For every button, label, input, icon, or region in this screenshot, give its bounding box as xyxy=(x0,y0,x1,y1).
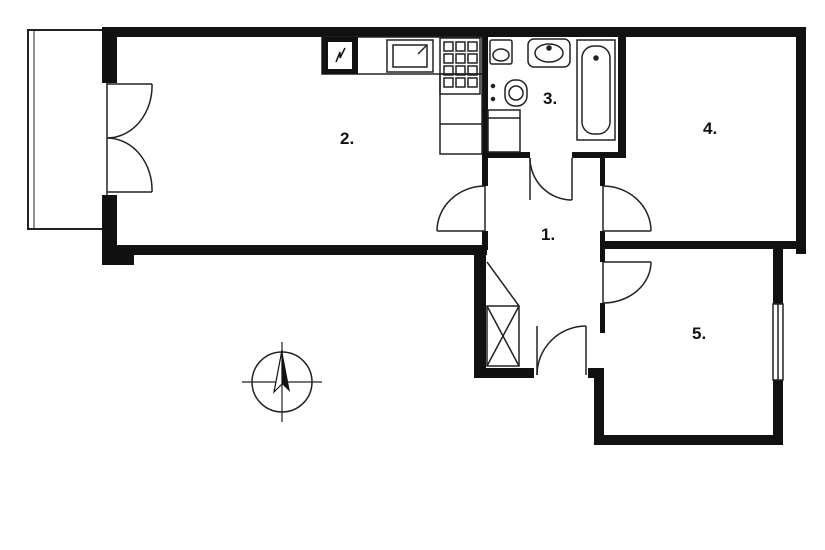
wardrobe xyxy=(486,261,520,367)
electric-box-icon xyxy=(322,37,358,74)
washbasin-icon xyxy=(490,38,571,107)
room-label-bedroom-large: 4. xyxy=(703,119,717,138)
balcony xyxy=(27,29,102,230)
room-label-hall: 1. xyxy=(541,225,555,244)
window xyxy=(772,303,784,381)
bathtub-icon xyxy=(576,39,616,141)
room-label-living-kitchen: 2. xyxy=(340,129,354,148)
sink-icon xyxy=(386,39,434,73)
doors xyxy=(106,83,652,376)
washing-machine-icon xyxy=(487,109,521,153)
stove-icon xyxy=(439,37,481,95)
room-label-bedroom-small: 5. xyxy=(692,324,706,343)
compass-icon xyxy=(242,342,322,422)
walls xyxy=(102,27,806,445)
toilet-icon xyxy=(489,39,513,65)
room-label-bathroom: 3. xyxy=(543,89,557,108)
